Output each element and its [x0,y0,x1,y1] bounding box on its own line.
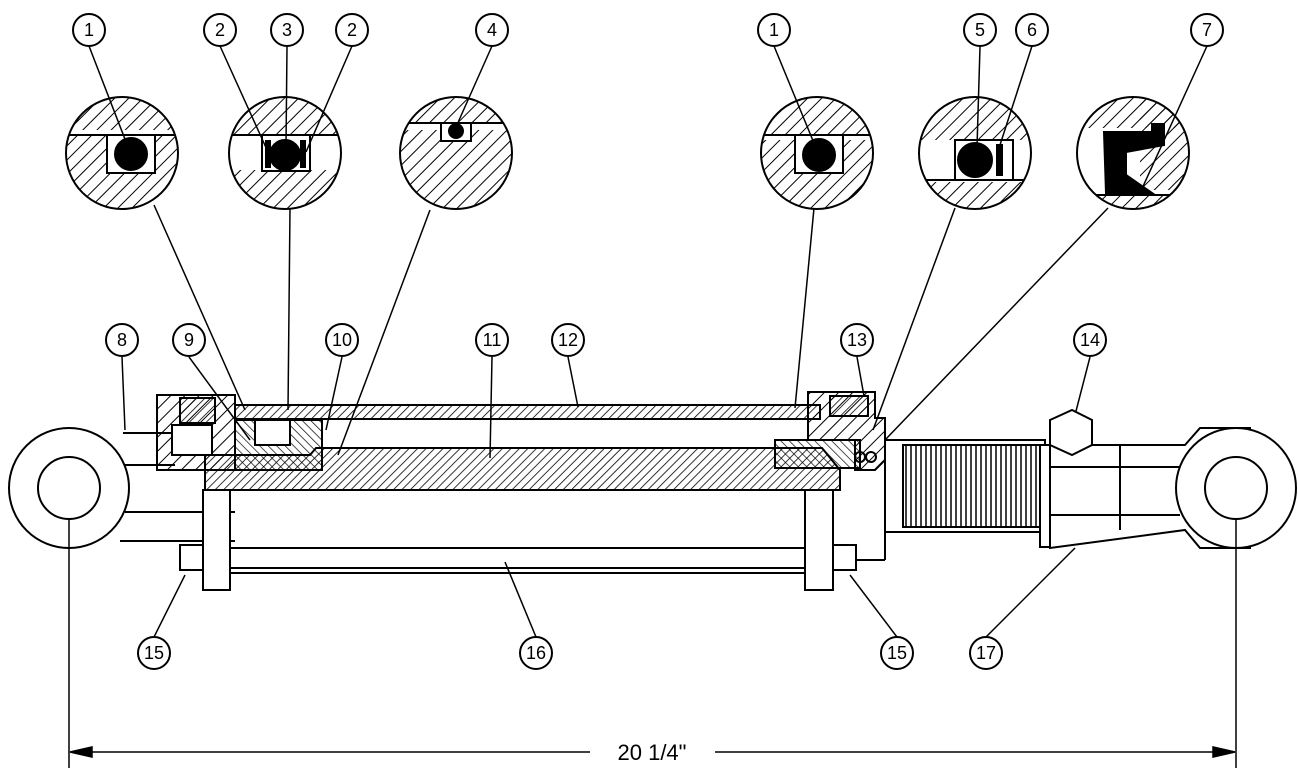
callout-balloon-1: 1 [757,13,791,47]
callout-balloon-2: 2 [335,13,369,47]
balloon-circle [172,323,206,357]
balloon-number: 6 [1027,20,1037,40]
hex-bolt-icon [1049,408,1093,457]
balloon-circle [335,13,369,47]
cylinder-gland-right [774,391,886,471]
balloon-circle [551,323,585,357]
callout-balloon-7: 7 [1190,13,1224,47]
tie-rod-assembly [179,489,857,591]
o-ring-icon [114,137,148,171]
balloon-number: 2 [347,20,357,40]
right-rod-eye [1039,408,1297,550]
callout-balloon-12: 12 [551,323,585,357]
detail-view-seal-5-6 [918,96,1032,210]
balloon-number: 11 [483,330,502,350]
detail-view-seal-1-left [65,96,179,210]
balloon-number: 2 [215,20,225,40]
balloon-circle [270,13,304,47]
balloon-circle [757,13,791,47]
callout-balloon-1: 1 [72,13,106,47]
balloon-number: 5 [975,20,985,40]
balloon-number: 1 [84,20,94,40]
callout-balloon-15: 15 [137,636,171,670]
balloon-circle [1015,13,1049,47]
callout-balloon-2: 2 [203,13,237,47]
balloon-circle [475,13,509,47]
balloon-circle [840,323,874,357]
balloon-circle [969,636,1003,670]
detail-view-seal-1-right [760,96,874,210]
callout-balloon-5: 5 [963,13,997,47]
arrowhead-left-icon [69,746,93,758]
o-ring-icon [957,142,993,178]
o-ring-icon [448,123,464,139]
balloon-number: 3 [282,20,292,40]
o-ring-icon [802,138,836,172]
callout-balloon-4: 4 [475,13,509,47]
balloon-number: 16 [526,643,546,663]
callout-balloon-16: 16 [519,636,553,670]
balloon-circle [203,13,237,47]
cylinder-barrel [234,404,821,420]
balloon-circle [475,323,509,357]
balloon-circle [1073,323,1107,357]
callout-balloon-6: 6 [1015,13,1049,47]
balloon-circle [137,636,171,670]
overall-dimension-line [68,520,1237,768]
balloon-number: 15 [887,643,907,663]
detail-view-wiper-7 [1076,96,1190,210]
callout-balloon-3: 3 [270,13,304,47]
arrowhead-right-icon [1212,746,1236,758]
callout-balloon-11: 11 [475,323,509,357]
balloon-circle [72,13,106,47]
threaded-adjuster [856,439,1046,561]
balloon-number: 13 [847,330,867,350]
balloon-number: 7 [1202,20,1212,40]
o-ring-icon [269,139,301,171]
balloon-number: 10 [332,330,352,350]
balloon-number: 17 [976,643,996,663]
callout-balloon-9: 9 [172,323,206,357]
callout-balloon-17: 17 [969,636,1003,670]
detail-view-seal-2-3 [228,96,342,210]
balloon-number: 12 [558,330,578,350]
callout-balloon-14: 14 [1073,323,1107,357]
piston-rod [204,447,841,491]
balloon-number: 14 [1080,330,1100,350]
callout-balloon-15: 15 [880,636,914,670]
balloon-number: 1 [769,20,779,40]
overall-length-label: 20 1/4" [618,740,687,765]
callout-balloon-10: 10 [325,323,359,357]
balloon-circle [519,636,553,670]
callout-balloon-13: 13 [840,323,874,357]
balloon-circle [963,13,997,47]
detail-leader-lines [153,204,1109,456]
balloon-number: 4 [487,20,497,40]
left-rod-eye [8,427,235,549]
callout-balloon-8: 8 [105,323,139,357]
balloon-circle [325,323,359,357]
balloon-number: 9 [184,330,194,350]
detail-view-seal-4 [399,96,513,210]
balloon-number: 8 [117,330,127,350]
balloon-number: 15 [144,643,164,663]
balloon-circle [1190,13,1224,47]
balloon-circle [105,323,139,357]
balloon-circle [880,636,914,670]
balloon-leader-lines [88,45,1208,638]
